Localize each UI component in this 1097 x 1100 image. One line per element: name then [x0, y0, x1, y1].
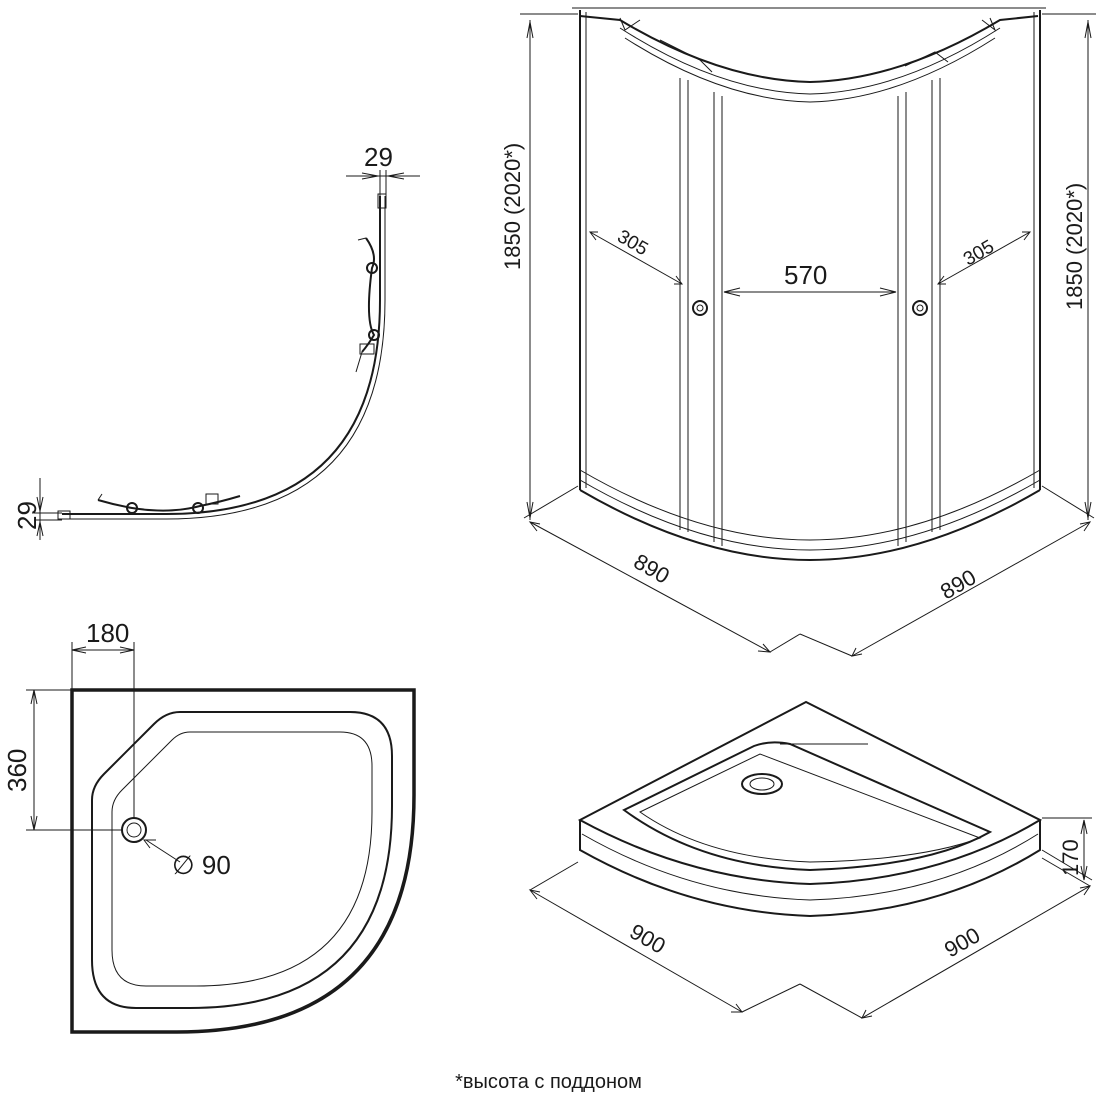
tray-drain-offset-y-label: 360 — [2, 749, 32, 792]
cabin-depth-left-label: 890 — [630, 549, 674, 589]
tray-drain-diameter-label: ∅ 90 — [172, 850, 231, 880]
top-view-frame-depth-label: 29 — [12, 501, 42, 530]
dim-line-drain-diameter — [145, 839, 181, 863]
cabin-height-left-label: 1850 (2020*) — [500, 143, 525, 270]
dim-line-depth-left — [529, 521, 771, 653]
tray-height-label: 170 — [1058, 839, 1083, 876]
cabin-panel-left-label: 305 — [614, 226, 652, 260]
cabin-panel-right-label: 305 — [960, 236, 998, 270]
dim-line-panel-right — [937, 231, 1031, 285]
tray-plan — [26, 642, 416, 1034]
cabin-elevation — [520, 7, 1096, 657]
tray-width-right-label: 900 — [940, 922, 984, 962]
dim-line-depth-right — [851, 521, 1091, 657]
dim-line-tray-width-right — [861, 885, 1091, 1019]
top-view-profile — [34, 170, 420, 540]
tray-drain-offset-x-label: 180 — [86, 618, 129, 648]
cabin-height-right-label: 1850 (2020*) — [1062, 183, 1087, 310]
dim-line-tray-width-left — [529, 889, 743, 1013]
tray-isometric — [528, 700, 1093, 1019]
top-view-frame-width-label: 29 — [364, 142, 393, 172]
tray-width-left-label: 900 — [626, 919, 670, 959]
cabin-door-opening-label: 570 — [784, 260, 827, 290]
cabin-depth-right-label: 890 — [936, 564, 980, 604]
footnote: *высота с поддоном — [455, 1071, 642, 1093]
dim-line-panel-left — [589, 231, 683, 285]
